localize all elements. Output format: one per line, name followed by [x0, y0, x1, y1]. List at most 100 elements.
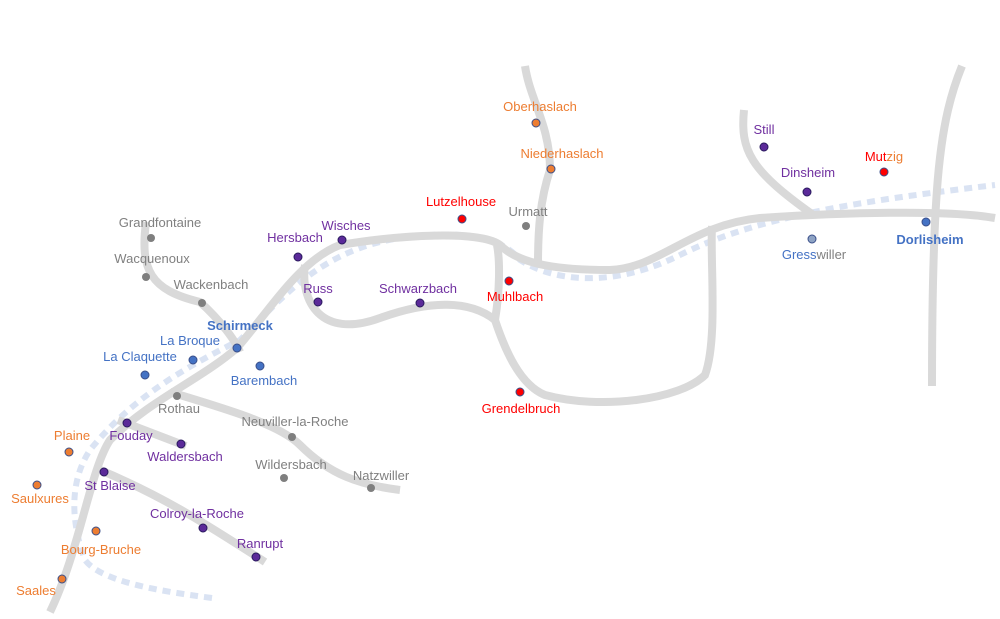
place-marker — [140, 370, 150, 380]
place-ranrupt: Ranrupt — [237, 536, 284, 562]
place-marker — [198, 299, 206, 307]
place-label: Mutzig — [865, 149, 903, 164]
place-oberhaslach: Oberhaslach — [503, 99, 577, 128]
railway-line — [71, 182, 996, 601]
place-label: Plaine — [54, 428, 90, 443]
place-bourg-bruche: Bourg-Bruche — [61, 526, 141, 557]
place-marker — [522, 222, 530, 230]
place-russ: Russ — [303, 281, 333, 307]
place-label: Waldersbach — [147, 449, 222, 464]
place-label: Gresswiller — [782, 247, 847, 262]
place-marker — [91, 526, 101, 536]
place-marker — [313, 297, 323, 307]
place-marker — [288, 433, 296, 441]
place-la-broque: La Broque — [160, 333, 220, 365]
place-marker — [515, 387, 525, 397]
place-marker — [188, 355, 198, 365]
place-schirmeck: Schirmeck — [207, 318, 274, 353]
place-natzwiller: Natzwiller — [353, 468, 410, 492]
place-marker — [807, 234, 817, 244]
place-marker — [457, 214, 467, 224]
place-marker — [415, 298, 425, 308]
place-label: Grandfontaine — [119, 215, 201, 230]
place-marker — [57, 574, 67, 584]
place-label: Natzwiller — [353, 468, 410, 483]
place-label: Hersbach — [267, 230, 323, 245]
place-grendelbruch: Grendelbruch — [482, 387, 561, 416]
place-gresswiller: Gresswiller — [782, 234, 847, 262]
place-still: Still — [754, 122, 775, 152]
place-marker — [921, 217, 931, 227]
place-marker — [198, 523, 208, 533]
place-marker — [232, 343, 242, 353]
road-grandfontaine — [140, 221, 244, 354]
road-grendelbruch — [491, 225, 717, 406]
place-label: Grendelbruch — [482, 401, 561, 416]
place-wisches: Wisches — [321, 218, 371, 245]
place-niederhaslach: Niederhaslach — [520, 146, 604, 174]
place-rothau: Rothau — [158, 392, 200, 416]
place-label: Wackenbach — [174, 277, 249, 292]
place-waldersbach: Waldersbach — [147, 439, 223, 464]
place-label: Rothau — [158, 401, 200, 416]
place-marker — [99, 467, 109, 477]
place-label: La Claquette — [103, 349, 177, 364]
place-label: Schwarzbach — [379, 281, 457, 296]
place-label: Still — [754, 122, 775, 137]
place-marker — [280, 474, 288, 482]
place-saales: Saales — [16, 574, 67, 598]
place-marker — [337, 235, 347, 245]
place-marker — [251, 552, 261, 562]
place-marker — [32, 480, 42, 490]
place-wackenbach: Wackenbach — [174, 277, 249, 307]
place-dorlisheim: Dorlisheim — [896, 217, 964, 247]
place-marker — [293, 252, 303, 262]
place-label: Fouday — [109, 428, 153, 443]
place-marker — [802, 187, 812, 197]
place-fouday: Fouday — [109, 418, 153, 443]
place-la-claquette: La Claquette — [103, 349, 177, 380]
place-wildersbach: Wildersbach — [255, 457, 327, 482]
place-label: St Blaise — [84, 478, 135, 493]
place-label: Lutzelhouse — [426, 194, 496, 209]
place-marker — [64, 447, 74, 457]
place-label: Wisches — [321, 218, 371, 233]
place-dinsheim: Dinsheim — [781, 165, 835, 197]
place-label: Niederhaslach — [520, 146, 603, 161]
road-ranrupt — [98, 466, 268, 566]
place-label: Oberhaslach — [503, 99, 577, 114]
place-mutzig: Mutzig — [865, 149, 903, 177]
place-saulxures: Saulxures — [11, 480, 69, 506]
place-label: Dinsheim — [781, 165, 835, 180]
place-marker — [879, 167, 889, 177]
place-label: Saulxures — [11, 491, 69, 506]
place-label: Bourg-Bruche — [61, 542, 141, 557]
road-russ-loop — [300, 244, 504, 329]
place-label: Wildersbach — [255, 457, 327, 472]
road-urmatt — [521, 65, 555, 265]
place-label: Barembach — [231, 373, 297, 388]
road-natzwiller — [168, 388, 401, 494]
place-marker — [173, 392, 181, 400]
road-dorlisheim — [928, 64, 966, 387]
place-marker — [142, 273, 150, 281]
place-label: Schirmeck — [207, 318, 274, 333]
place-grandfontaine: Grandfontaine — [119, 215, 201, 242]
place-label: Russ — [303, 281, 333, 296]
place-urmatt: Urmatt — [509, 204, 548, 230]
place-st-blaise: St Blaise — [84, 467, 136, 493]
place-schwarzbach: Schwarzbach — [379, 281, 457, 308]
place-label: Neuviller-la-Roche — [242, 414, 349, 429]
place-marker — [147, 234, 155, 242]
place-label: Colroy-la-Roche — [150, 506, 244, 521]
place-barembach: Barembach — [231, 361, 297, 388]
place-marker — [504, 276, 514, 286]
railway-lines — [71, 182, 996, 601]
place-label: Dorlisheim — [896, 232, 963, 247]
road-main-valley — [46, 208, 996, 614]
place-label: Muhlbach — [487, 289, 543, 304]
place-label: Saales — [16, 583, 56, 598]
place-wacquenoux: Wacquenoux — [114, 251, 190, 281]
